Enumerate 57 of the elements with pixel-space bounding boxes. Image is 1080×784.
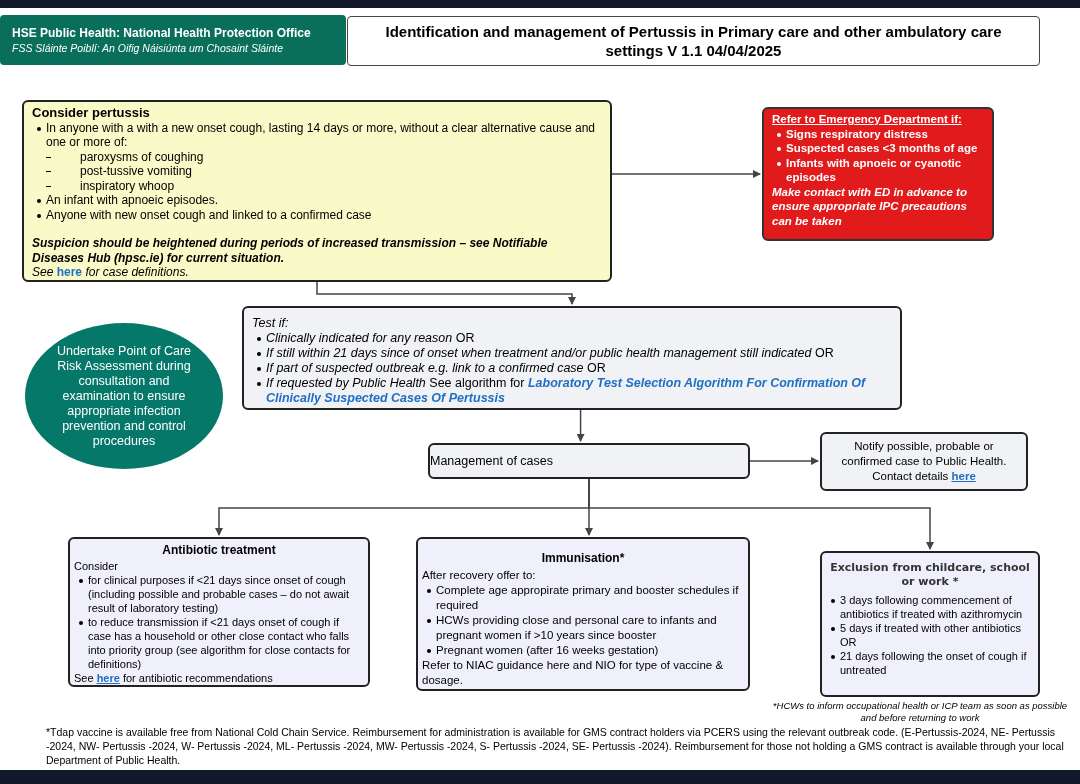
box-heading: Refer to Emergency Department if:: [772, 112, 963, 127]
body-text: Refer to NIAC guidance here and NIO for type of vaccine & dosage.: [422, 658, 725, 688]
bullet-item: Signs respiratory distress: [772, 126, 984, 141]
assessment-ellipse: [24, 322, 224, 470]
dash-item: inspiratory whoop: [32, 178, 602, 193]
footnote: *HCWs to inform occupational health or ICP team as soon as possible and before returning to work: [772, 700, 1068, 724]
bullet-item: If still within 21 days since of onset when treatment and/or public health management still indicated OR: [252, 346, 892, 361]
box-text: Undertake Point of Care Risk Assessment during consultation and examination to ensure appropriate infection prevention and control procedures: [55, 343, 193, 449]
bullet-item: 21 days following the onset of cough if untreated: [826, 649, 1034, 677]
box-heading: Exclusion from childcare, school or work *: [829, 561, 1031, 589]
bullet-item: Complete age appropirate primary and booster schedules if required: [422, 583, 744, 613]
note-text: Test if:: [252, 316, 290, 331]
arrow: [576, 409, 585, 442]
process-box: [22, 100, 612, 282]
bullet-item: HCWs providing close and personal care to infants and pregnant women if >10 years since booster: [422, 613, 744, 643]
bullet-item: Suspected cases <3 months of age: [772, 141, 984, 156]
bullet-item: Clinically indicated for any reason OR: [252, 331, 892, 346]
process-box: [820, 432, 1028, 491]
bullet-item: for clinical purposes if <21 days since onset of cough (including possible and probable cases – do not await result of laboratory testing): [74, 573, 364, 615]
organisation-name: HSE Public Health: National Health Protection Office: [12, 25, 312, 41]
bullet-item: If requested by Public Health See algorithm for Laboratory Test Selection Algorithm For Confirmation Of Clinically Suspected Cases Of Pertussis: [252, 376, 892, 406]
box-text: Notify possible, probable or confirmed case to Public Health. Contact details here: [840, 439, 1008, 484]
process-box: [428, 443, 750, 479]
bullet-item: 3 days following commencement of antibiotics if treated with azithromycin: [826, 593, 1034, 621]
organisation-subtitle: FSS Sláinte Poiblí: An Oifig Náisiúnta um Chosaint Sláinte: [12, 41, 284, 55]
box-heading: Antibiotic treatment: [161, 543, 277, 557]
bullet-item: to reduce transmission if <21 days onset of cough if case has a household or other close contact who falls into priority group (see algorithm for close contacts for definitions): [74, 615, 364, 671]
dash-item: post-tussive vomiting: [32, 164, 602, 179]
process-box: [416, 537, 750, 691]
bullet-item: Pregnant women (after 16 weeks gestation): [422, 643, 744, 658]
process-box: [242, 306, 902, 410]
bullet-item: If part of suspected outbreak e.g. link to a confirmed case OR: [252, 361, 892, 376]
bullet-item: In anyone with a with a new onset cough, lasting 14 days or more, without a clear alternative cause and one or more of:: [32, 120, 602, 150]
arrow: [316, 281, 576, 305]
note-text: Make contact with ED in advance to ensure appropriate IPC precautions can be taken: [772, 184, 968, 228]
process-box: [68, 537, 370, 687]
warning-box: [762, 107, 994, 241]
arrow: [749, 457, 819, 465]
body-text: After recovery offer to:: [422, 568, 537, 583]
process-box: [820, 551, 1040, 697]
arrow: [611, 170, 761, 178]
note-text: Suspicion should be heightened during periods of increased transmission – see Notifiable Diseases Hub (hpsc.ie) for current situation.: [32, 236, 549, 265]
body-text: Consider: [74, 559, 120, 573]
body-text: See here for antibiotic recommendations: [74, 671, 274, 685]
arrow: [588, 478, 934, 550]
note-text: See here for case definitions.: [32, 265, 190, 280]
header-banner: [0, 15, 346, 65]
footer-note: *Tdap vaccine is available free from National Cold Chain Service. Reimbursement for administration is available for GMS contract holders via PCERS using the relevant outbreak code. (E-Pertussis-2024, NE- Pertussis -2024, NW- Pertussis -2024, W- Pertussis -2024, ML- Pertussis -2024, MW- Pertussis -2024, S- Pertussis -2024, SE- Pertussis -2024). Reimbursement for those not holding a GMS contract is available through your local Department of Public Health.: [46, 725, 1065, 767]
box-heading: Immunisation*: [540, 551, 626, 566]
box-text: Management of cases: [430, 452, 554, 470]
dash-item: paroxysms of coughing: [32, 149, 602, 164]
box-heading: Consider pertussis: [32, 106, 151, 121]
bullet-item: An infant with apnoeic episodes.: [32, 193, 602, 208]
bullet-item: Infants with apnoeic or cyanotic episodes: [772, 155, 984, 185]
title-box: Identification and management of Pertussis in Primary care and other ambulatory care settings V 1.1 04/04/2025: [347, 16, 1040, 66]
bullet-item: 5 days if treated with other antibiotics OR: [826, 621, 1034, 649]
bullet-item: Anyone with new onset cough and linked to a confirmed case: [32, 207, 602, 222]
